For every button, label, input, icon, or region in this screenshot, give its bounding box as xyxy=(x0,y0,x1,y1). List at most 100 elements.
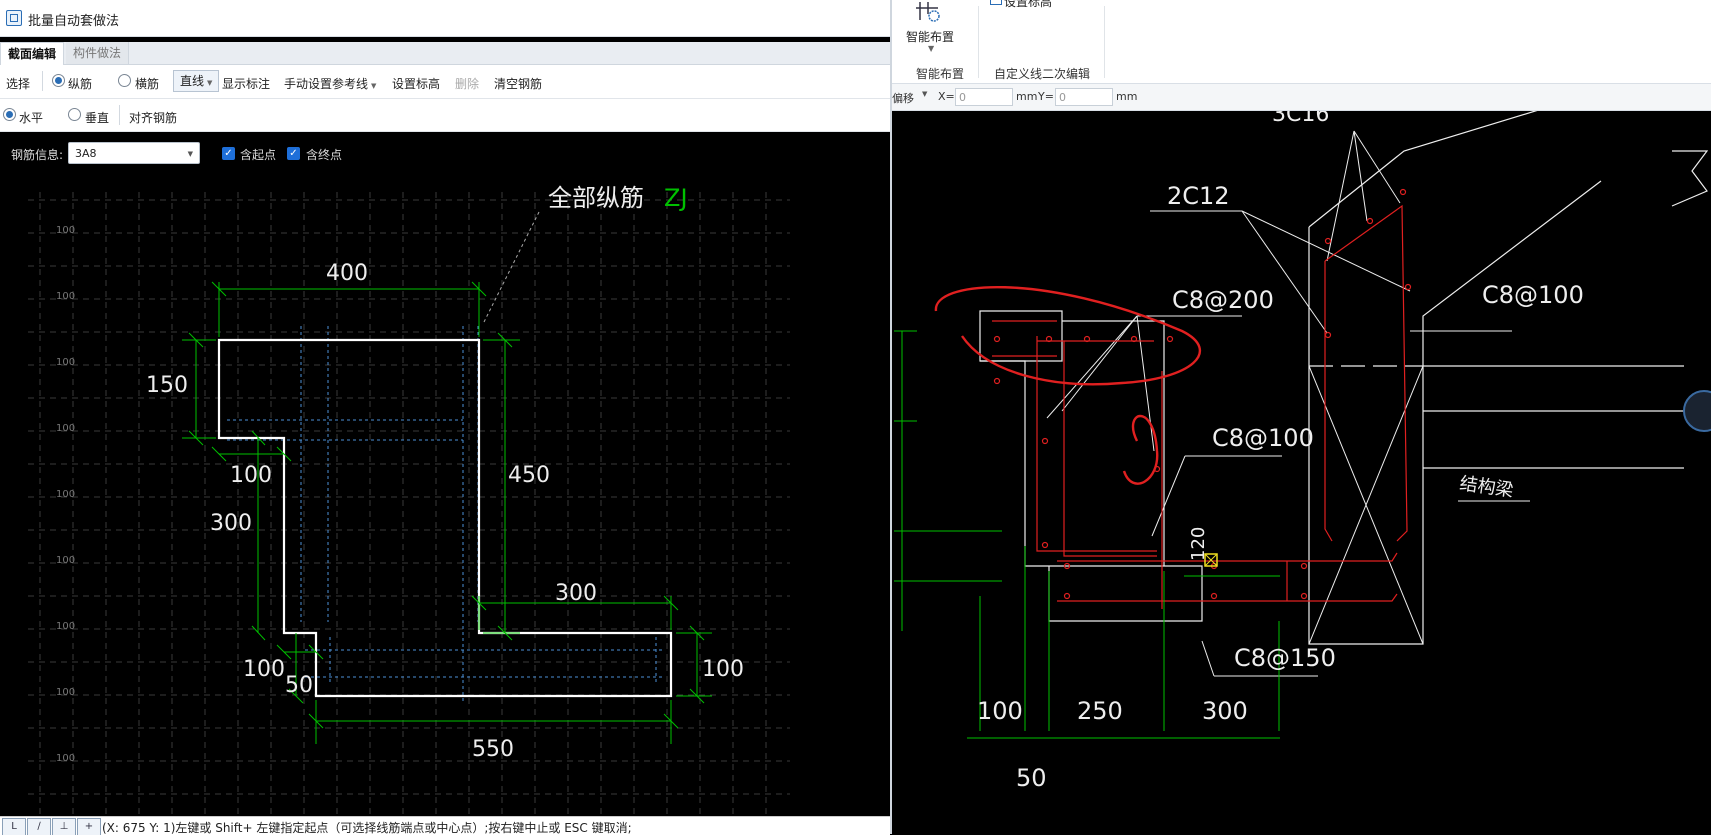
dim-text: 450 xyxy=(508,463,550,488)
section-canvas[interactable]: 钢筋信息: 3A8 ▼ ✓ 含起点 ✓ 含终点 100 100 100 100 100 1… xyxy=(0,132,890,816)
label-2c12: 2C12 xyxy=(1167,182,1230,210)
manual-ref-button[interactable]: 手动设置参考线▼ xyxy=(284,75,376,92)
chevron-down-icon: ▼ xyxy=(187,150,193,158)
x-label: X= xyxy=(938,90,955,103)
snap-marker xyxy=(1204,553,1218,567)
dim-text: 250 xyxy=(1077,697,1123,725)
direction-toolbar: 水平 垂直 对齐钢筋 xyxy=(0,99,890,132)
tab-section-edit[interactable]: 截面编辑 xyxy=(0,42,65,66)
chevron-down-icon: ▼ xyxy=(928,44,935,53)
x-unit: mm xyxy=(1016,90,1038,103)
dim-text: 100 xyxy=(977,697,1023,725)
coordinate-bar: 偏移 ▼ X= 0 mm Y= 0 mm xyxy=(892,84,1711,111)
rebar-info-value: 3A8 xyxy=(75,147,97,160)
dim-text: 550 xyxy=(472,737,514,762)
grid xyxy=(28,192,790,816)
grid-label: 100 xyxy=(56,423,75,434)
grid-label: 100 xyxy=(56,357,75,368)
command-status-bar: L ∕ ⊥ + (X: 675 Y: 1)左键或 Shift+ 左键指定起点（可… xyxy=(0,816,890,835)
annotation-mark xyxy=(1122,415,1159,485)
tab-component-method[interactable]: 构件做法 xyxy=(66,42,130,64)
annotation-circle-c8-200 xyxy=(934,286,1202,386)
smart-layout-icon xyxy=(916,2,940,22)
chevron-down-icon: ▼ xyxy=(371,82,377,90)
grid-label: 100 xyxy=(56,555,75,566)
rebar-lines xyxy=(992,204,1408,609)
label-c8-100-inner: C8@100 xyxy=(1212,424,1314,452)
horizontal-radio[interactable] xyxy=(3,108,16,121)
app-icon xyxy=(6,10,22,26)
include-end-checkbox[interactable]: ✓ xyxy=(287,147,300,160)
label-leader xyxy=(483,209,541,323)
transverse-label: 横筋 xyxy=(135,77,160,91)
dimension-lines xyxy=(182,281,712,744)
cad-drawing-canvas[interactable]: 3C16 2C12 C8@200 C8@100 C8@100 结构梁 120 C… xyxy=(892,111,1711,834)
include-end-label: 含终点 xyxy=(306,148,343,162)
dialog-titlebar: 批量自动套做法 xyxy=(0,0,890,37)
drawing-labels: 3C16 2C12 C8@200 C8@100 C8@100 结构梁 120 C… xyxy=(977,111,1584,792)
offset-label: 偏移 xyxy=(892,92,914,105)
dim-text: 300 xyxy=(555,581,597,606)
label-c8-150: C8@150 xyxy=(1234,644,1336,672)
section-label-main: 全部纵筋 xyxy=(548,184,644,212)
snap-l-button[interactable]: L xyxy=(2,818,26,835)
section-label-code: ZJ xyxy=(664,184,688,212)
grid-label: 100 xyxy=(56,621,75,632)
smart-layout-group-label: 智能布置 xyxy=(916,67,965,81)
set-elevation-icon xyxy=(990,0,1002,5)
status-text: (X: 675 Y: 1)左键或 Shift+ 左键指定起点（可选择线筋端点或中… xyxy=(102,821,632,835)
snap-line-button[interactable]: ∕ xyxy=(27,818,51,835)
line-mode-label: 直线 xyxy=(180,74,205,88)
ribbon-divider xyxy=(1104,6,1105,78)
dim-text: 150 xyxy=(146,373,188,398)
dim-text: 100 xyxy=(230,463,272,488)
dim-text: 300 xyxy=(210,511,252,536)
set-elevation-button[interactable]: 设置标高 xyxy=(392,77,441,91)
smart-layout-button[interactable]: 智能布置 xyxy=(906,30,955,44)
label-3c16: 3C16 xyxy=(1272,111,1329,127)
longitudinal-radio[interactable] xyxy=(52,74,65,87)
dim-text: 50 xyxy=(1016,764,1047,792)
section-outline xyxy=(217,338,673,698)
set-elevation-ribbon-button[interactable]: 设置标高 xyxy=(1004,0,1053,9)
show-dims-button[interactable]: 显示标注 xyxy=(222,77,271,91)
cad-drawing: 3C16 2C12 C8@200 C8@100 C8@100 结构梁 120 C… xyxy=(894,111,1711,792)
toolbar-divider xyxy=(119,105,120,125)
dimension-lines xyxy=(894,330,1280,739)
section-toolbar: 选择 纵筋 横筋 直线▼ 显示标注 手动设置参考线▼ 设置标高 删除 清空钢筋 xyxy=(0,65,890,99)
rebar-info-label: 钢筋信息: xyxy=(11,148,64,162)
dialog-tabs: 截面编辑 构件做法 xyxy=(0,42,890,66)
transverse-radio[interactable] xyxy=(118,74,131,87)
vertical-radio[interactable] xyxy=(68,108,81,121)
ribbon-divider xyxy=(978,6,979,78)
chevron-down-icon: ▼ xyxy=(207,79,213,87)
x-offset-input[interactable]: 0 xyxy=(955,88,1013,106)
beam-cross xyxy=(1308,365,1424,645)
include-start-checkbox[interactable]: ✓ xyxy=(222,147,235,160)
side-badge-icon[interactable] xyxy=(1683,390,1711,432)
horizontal-label: 水平 xyxy=(19,111,44,125)
label-c8-200: C8@200 xyxy=(1172,286,1274,314)
vertical-label: 垂直 xyxy=(85,111,110,125)
select-button[interactable]: 选择 xyxy=(6,77,31,91)
dim-text: 50 xyxy=(285,673,313,698)
rebar-dots xyxy=(993,188,1412,600)
y-offset-input[interactable]: 0 xyxy=(1055,88,1113,106)
snap-plus-button[interactable]: + xyxy=(77,818,101,835)
dim-text: 300 xyxy=(1202,697,1248,725)
dialog-title: 批量自动套做法 xyxy=(28,14,120,29)
delete-button[interactable]: 删除 xyxy=(455,77,480,91)
align-rebar-button[interactable]: 对齐钢筋 xyxy=(129,111,178,125)
label-c8-100-beam: C8@100 xyxy=(1482,281,1584,309)
snap-perp-button[interactable]: ⊥ xyxy=(52,818,76,835)
reference-lines xyxy=(227,326,662,702)
clear-rebar-button[interactable]: 清空钢筋 xyxy=(494,77,543,91)
include-start-label: 含起点 xyxy=(240,148,277,162)
rebar-info-select[interactable]: 3A8 ▼ xyxy=(68,142,200,164)
dim-text: 100 xyxy=(243,657,285,682)
chevron-down-icon: ▼ xyxy=(922,90,928,98)
y-label: Y= xyxy=(1038,90,1054,103)
line-mode-dropdown[interactable]: 直线▼ xyxy=(173,70,220,92)
